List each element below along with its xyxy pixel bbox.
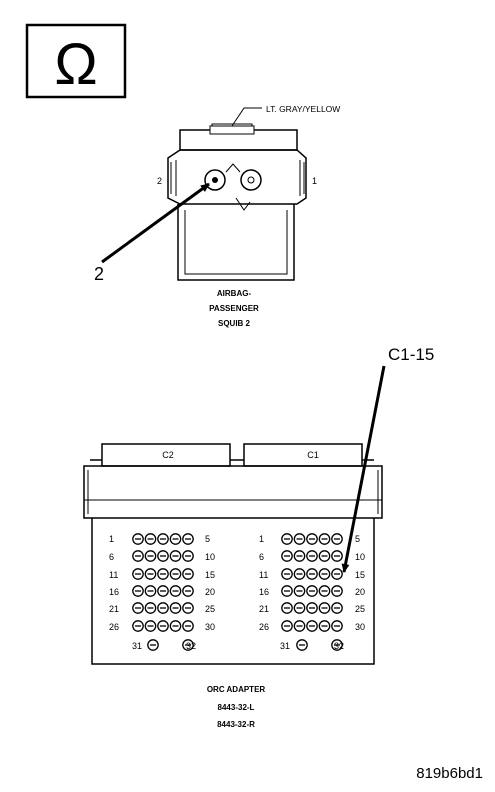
- ohmmeter-omega-icon: Ω: [25, 23, 127, 99]
- orc-adapter: [83, 443, 383, 665]
- c1-pin-32-label: 32: [334, 641, 344, 651]
- c1-pin-31-label: 31: [280, 641, 290, 651]
- orc-name-line-1: ORC ADAPTER: [207, 685, 266, 694]
- c2-row-label-6: 6: [109, 552, 114, 562]
- c1-row-label-6: 6: [259, 552, 264, 562]
- squib-pin-2-label: 2: [157, 176, 162, 186]
- c1-row-label-21: 21: [259, 604, 269, 614]
- c2-row-end-25: 25: [205, 604, 215, 614]
- c1-pin-grid: [281, 533, 343, 651]
- callout-arrow-2: [101, 182, 210, 264]
- c1-row-label-11: 11: [259, 570, 268, 580]
- c2-pin-31-label: 31: [132, 641, 142, 651]
- c1-row-label-1: 1: [259, 534, 264, 544]
- callout-arrow-c1-15: [341, 365, 386, 573]
- c1-row-label-26: 26: [259, 622, 269, 632]
- c1-row-label-16: 16: [259, 587, 269, 597]
- c1-row-end-30: 30: [355, 622, 365, 632]
- connector-c2-label: C2: [162, 450, 174, 460]
- squib-name-line-1: AIRBAG-: [217, 289, 252, 298]
- wire-color-label: LT. GRAY/YELLOW: [266, 104, 340, 114]
- figure-id: 819b6bd1: [416, 765, 483, 782]
- c1-row-end-25: 25: [355, 604, 365, 614]
- squib-name-line-2: PASSENGER: [209, 304, 259, 313]
- orc-name-line-3: 8443-32-R: [217, 720, 255, 729]
- c2-row-end-15: 15: [205, 570, 215, 580]
- c1-row-end-20: 20: [355, 587, 365, 597]
- squib-pin-1-label: 1: [312, 176, 317, 186]
- c2-pin-32-label: 32: [186, 641, 196, 651]
- orc-name-line-2: 8443-32-L: [218, 703, 255, 712]
- c2-row-end-20: 20: [205, 587, 215, 597]
- c2-row-label-16: 16: [109, 587, 119, 597]
- squib-name-line-3: SQUIB 2: [218, 319, 251, 328]
- c2-pin-grid: [132, 533, 194, 651]
- c2-row-label-26: 26: [109, 622, 119, 632]
- c2-row-label-21: 21: [109, 604, 119, 614]
- callout-c1-15-label: C1-15: [388, 345, 434, 364]
- c1-row-end-5: 5: [355, 534, 360, 544]
- c2-row-end-30: 30: [205, 622, 215, 632]
- c1-row-end-10: 10: [355, 552, 365, 562]
- connector-c1-label: C1: [307, 450, 319, 460]
- c2-row-end-10: 10: [205, 552, 215, 562]
- squib-connector: [167, 107, 307, 281]
- c1-row-end-15: 15: [355, 570, 365, 580]
- c2-row-label-11: 11: [109, 570, 118, 580]
- callout-2-label: 2: [94, 264, 104, 284]
- svg-text:Ω: Ω: [54, 32, 97, 97]
- c2-row-label-1: 1: [109, 534, 114, 544]
- c2-row-end-5: 5: [205, 534, 210, 544]
